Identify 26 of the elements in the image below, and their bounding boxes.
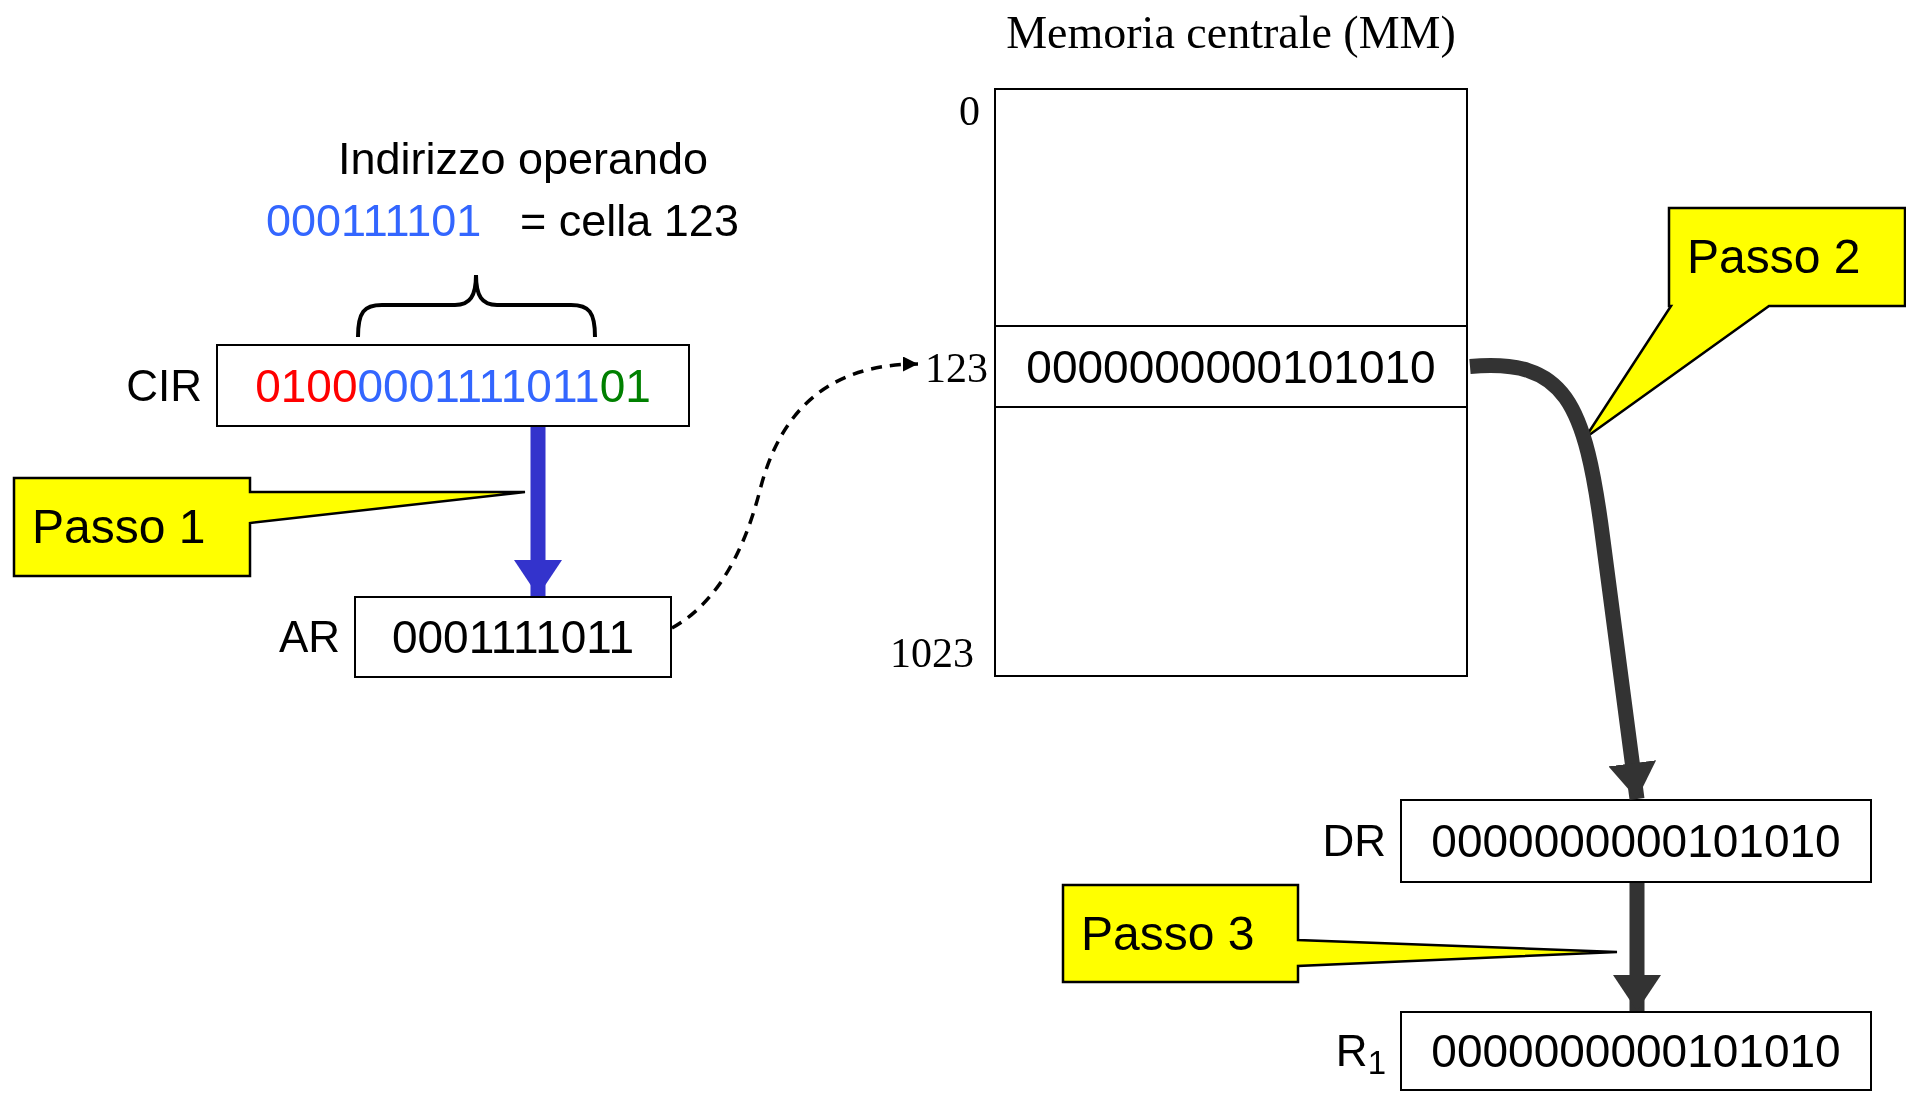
annotation-text: 0 <box>958 90 980 132</box>
callout-text: Passo 1 <box>32 503 206 551</box>
callout-text: Passo 2 <box>1687 233 1861 281</box>
arrow <box>1469 358 1657 800</box>
annotation-text: 000111101 <box>266 198 483 243</box>
callout <box>13 477 525 577</box>
binary-value: 0000000000101010 <box>1431 818 1841 864</box>
register-name: R$_{1}$ <box>1335 1029 1386 1073</box>
binary-value: 0100000111101101 <box>255 362 651 409</box>
callout-text: Passo 3 <box>1081 909 1255 958</box>
arrow <box>1613 883 1661 1011</box>
register-name: CIR <box>126 363 202 408</box>
memory-heading: Memoria centrale (MM) <box>1006 10 1456 56</box>
register-name: AR <box>278 615 340 659</box>
address-number: 123 <box>925 347 988 389</box>
binary-value: 0000000000101010 <box>1431 1028 1841 1074</box>
arrow <box>671 357 919 630</box>
annotation-text: = cella 123 <box>520 198 740 243</box>
binary-value: 0000000000101010 <box>1026 343 1436 390</box>
binary-value: 0001111011 <box>391 614 635 660</box>
arrow <box>514 427 562 596</box>
register-name: DR <box>1322 819 1386 863</box>
callout <box>1062 884 1617 983</box>
annotation-text: 1023 <box>889 632 974 674</box>
memory-cell <box>996 325 1466 408</box>
annotation-text: Indirizzo operando <box>336 136 710 181</box>
